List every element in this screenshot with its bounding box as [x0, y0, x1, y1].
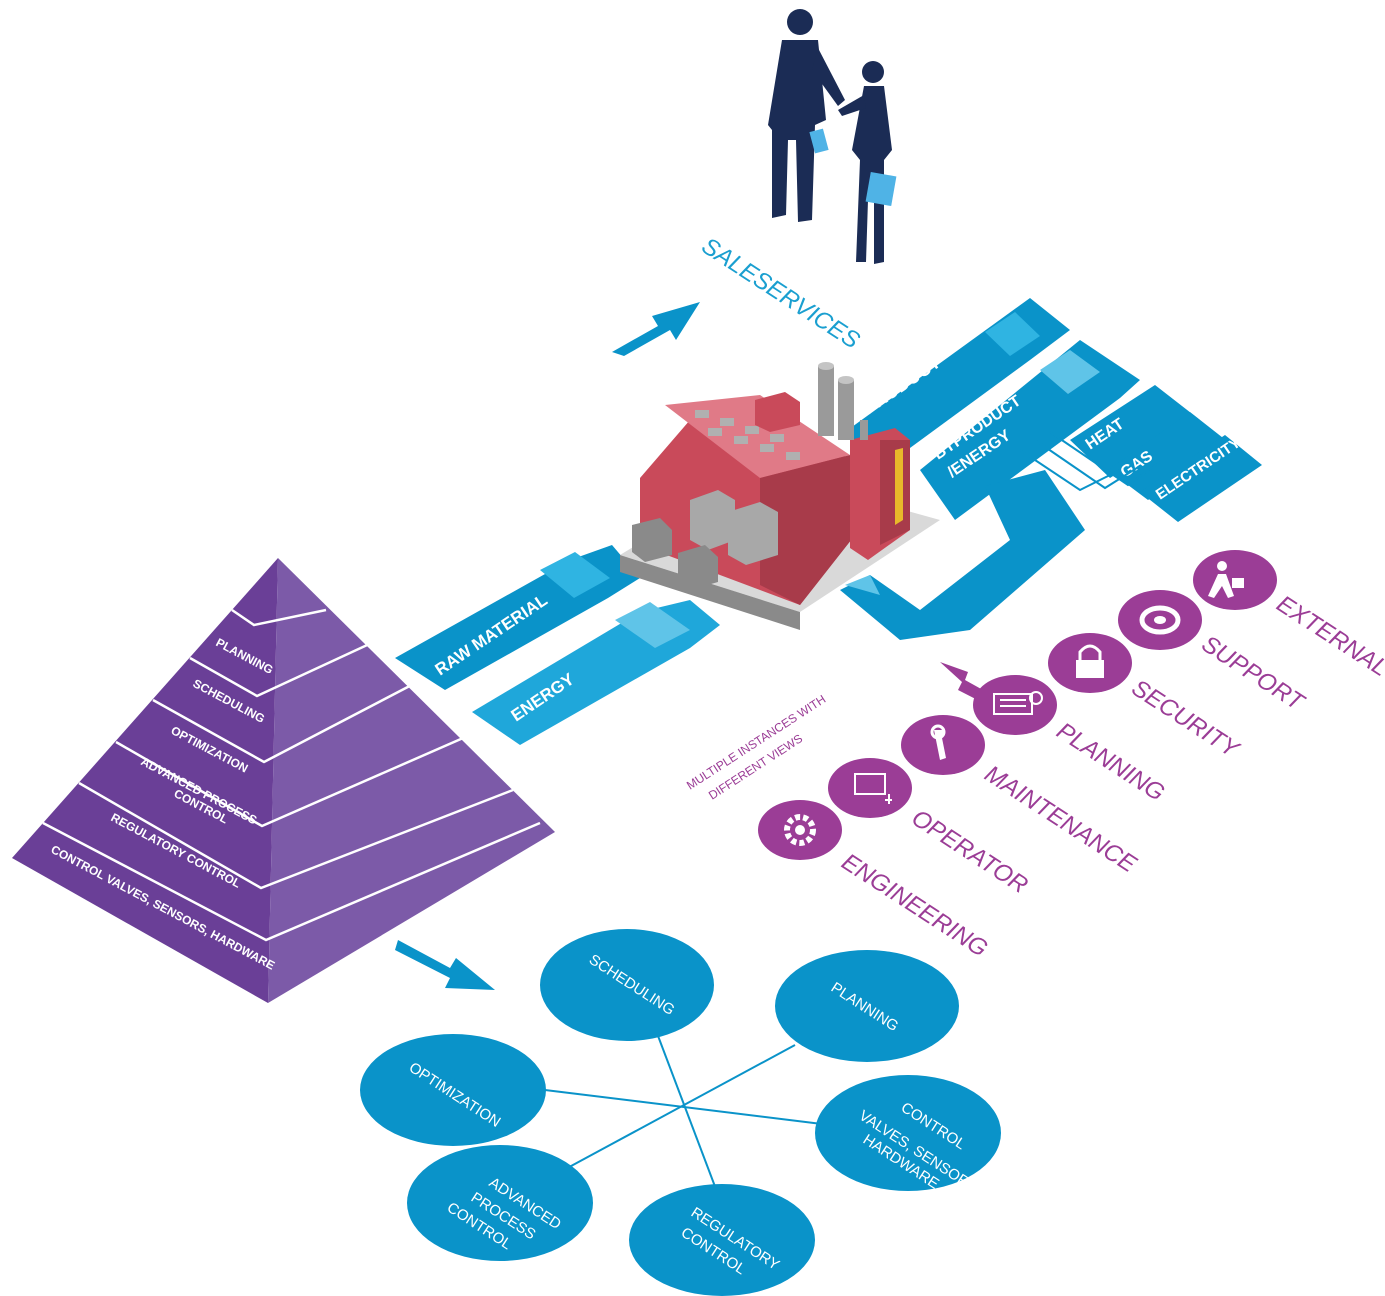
network-node-optimization[interactable]	[360, 1034, 546, 1146]
byproduct-split-lines	[1019, 431, 1161, 492]
role-external-label: EXTERNAL	[1272, 590, 1385, 682]
role-operator[interactable]	[828, 758, 912, 818]
factory-illustration	[620, 362, 940, 630]
network-connectors	[544, 1019, 831, 1206]
sales-arrow	[612, 302, 700, 356]
role-support[interactable]	[1118, 590, 1202, 650]
role-planning-label: PLANNING	[1052, 717, 1170, 806]
energy-flow-band	[472, 600, 720, 745]
electricity-flow-band	[1140, 435, 1262, 522]
planning-chart-icon	[993, 691, 1043, 715]
role-engineering[interactable]	[758, 800, 842, 860]
padlock-icon	[1076, 644, 1104, 678]
wrench-icon	[930, 724, 946, 760]
network-node-planning[interactable]	[775, 950, 959, 1062]
network-node-regulatory-control[interactable]	[629, 1184, 815, 1296]
gear-icon	[784, 814, 816, 846]
network-node-advanced-process-control[interactable]	[407, 1145, 593, 1261]
role-operator-label: OPERATOR	[907, 804, 1033, 899]
role-maintenance[interactable]	[901, 715, 985, 775]
lifebuoy-icon	[1139, 605, 1181, 635]
business-people-illustration	[768, 9, 897, 264]
pyramid-to-network-arrow	[395, 940, 495, 990]
energy-return-loop	[840, 470, 1085, 640]
raw-material-flow-band	[395, 545, 640, 690]
heat-flow-band	[1070, 385, 1200, 478]
role-planning[interactable]	[973, 675, 1057, 735]
sales-services-label: SALESERVICES	[697, 232, 865, 354]
automation-pyramid	[12, 558, 555, 1003]
role-security[interactable]	[1048, 633, 1132, 693]
network-node-control-hardware[interactable]	[815, 1075, 1001, 1191]
views-caption-line1: MULTIPLE INSTANCES WITH	[684, 692, 828, 792]
byproduct-flow-band	[920, 340, 1140, 520]
role-external[interactable]	[1193, 550, 1277, 610]
role-support-label: SUPPORT	[1197, 630, 1311, 717]
monitor-icon	[854, 773, 892, 804]
role-security-label: SECURITY	[1127, 674, 1245, 764]
product-flow-band	[845, 298, 1070, 470]
network-node-scheduling[interactable]	[540, 929, 714, 1041]
person-walking-icon	[1208, 561, 1244, 598]
